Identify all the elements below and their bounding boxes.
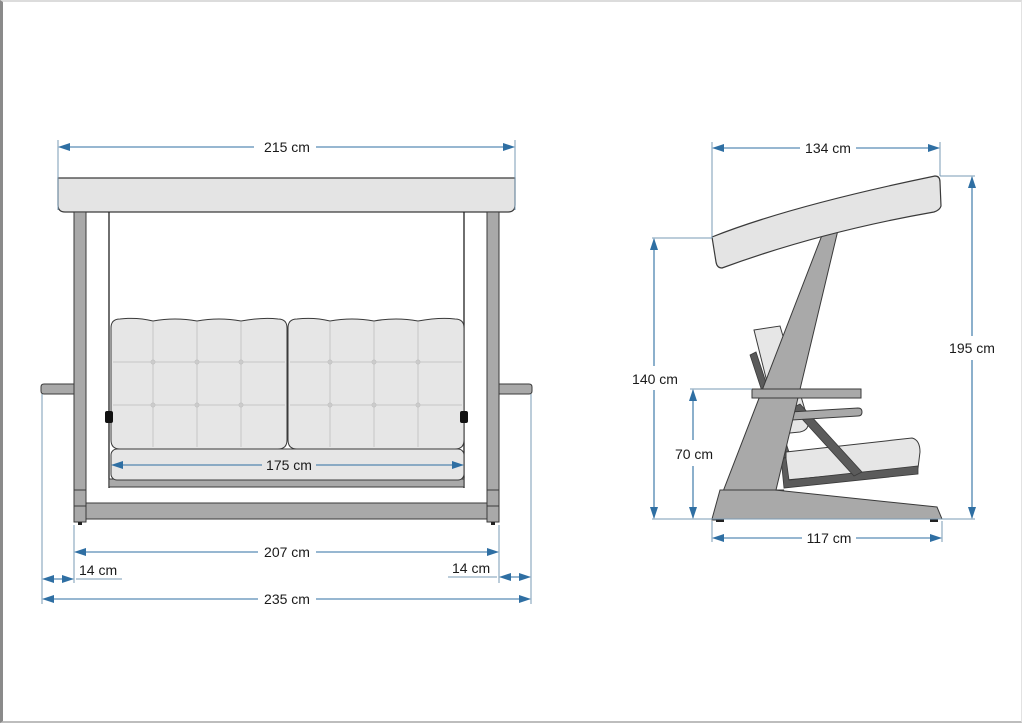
label-frame-inner-width: 207 cm [264, 544, 310, 560]
label-left-overhang: 14 cm [79, 562, 117, 578]
canopy-front [57, 177, 516, 213]
label-armrest-height: 70 cm [675, 446, 713, 462]
bottom-crossbar [85, 502, 488, 520]
side-upper-armrest [751, 388, 862, 399]
right-chain-clamp [460, 411, 468, 423]
side-base [711, 489, 943, 520]
label-total-height: 195 cm [949, 340, 995, 356]
side-view [711, 175, 943, 522]
back-cushion-right [287, 317, 465, 450]
side-lower-armrest [789, 407, 863, 421]
label-canopy-width: 215 cm [264, 139, 310, 155]
right-side-arm [498, 383, 533, 395]
label-canopy-depth: 134 cm [805, 140, 851, 156]
side-canopy [711, 175, 942, 269]
label-base-depth: 117 cm [807, 530, 852, 546]
side-seat-frame [780, 457, 919, 489]
back-cushion-left [110, 317, 288, 450]
label-total-width: 235 cm [264, 591, 310, 607]
label-canopy-low-height: 140 cm [632, 371, 678, 387]
left-side-arm [40, 383, 75, 395]
label-seat-width: 175 cm [266, 457, 312, 473]
left-post [73, 211, 87, 523]
front-view [40, 177, 533, 525]
label-right-overhang: 14 cm [452, 560, 490, 576]
left-chain-clamp [105, 411, 113, 423]
right-post [486, 211, 500, 523]
